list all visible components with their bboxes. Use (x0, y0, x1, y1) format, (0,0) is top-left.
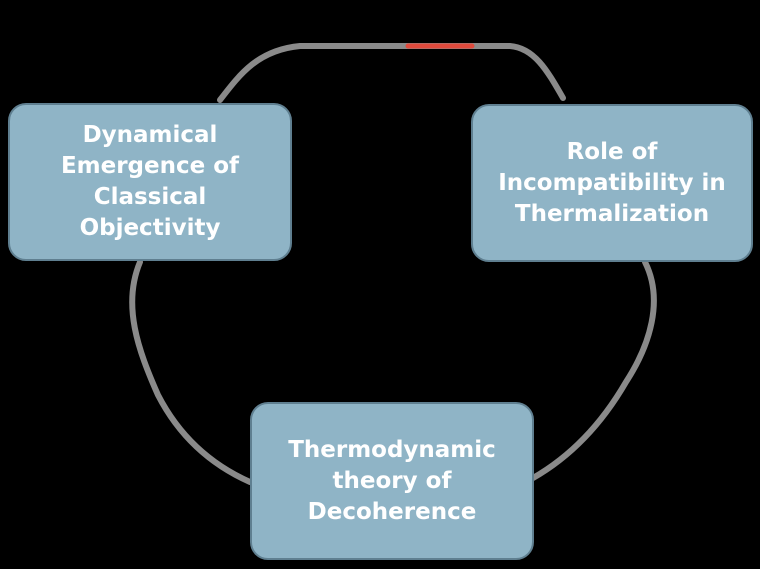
node-role-of-incompatibility: Role of Incompatibility in Thermalizatio… (471, 104, 753, 262)
node-thermodynamic-theory: Thermodynamic theory of Decoherence (250, 402, 534, 560)
node-dynamical-emergence: Dynamical Emergence of Classical Objecti… (8, 103, 292, 261)
connector-left (129, 259, 253, 485)
connector-right (530, 259, 657, 481)
connector-top (217, 43, 566, 103)
